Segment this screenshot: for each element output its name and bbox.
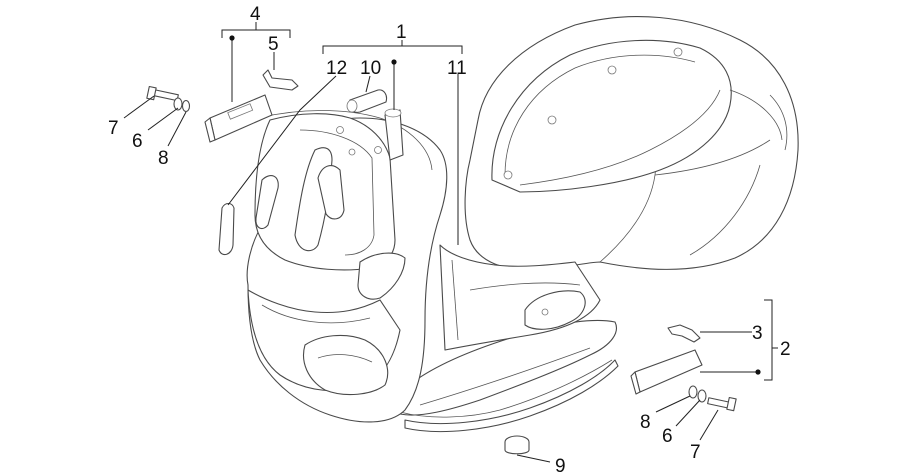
spring-clip-right: [667, 324, 701, 343]
callout-2: 2: [780, 339, 791, 360]
callout-9: 9: [555, 456, 566, 475]
washer-right-6: [697, 389, 707, 403]
lower-rail: [404, 359, 619, 433]
rubber-pad-left: [204, 94, 273, 143]
front-vent-right: [357, 252, 406, 300]
callout-7-left: 7: [108, 118, 119, 139]
leader-dot: [755, 369, 761, 375]
washer-right-8: [688, 385, 698, 399]
front-vent-left: [255, 175, 279, 230]
scooter-frame: [394, 16, 799, 433]
callout-11: 11: [447, 58, 467, 79]
washer-left-6: [173, 97, 183, 111]
callout-5: 5: [268, 34, 279, 55]
shield-bracket: [317, 165, 345, 220]
bracket-left: [218, 202, 235, 256]
callout-10: 10: [360, 58, 381, 79]
screw-left: [146, 85, 179, 102]
mudguard-skirt: [303, 334, 389, 396]
leader-dot: [391, 59, 397, 65]
footboard: [394, 320, 617, 416]
front-leg-shield: [246, 110, 448, 423]
callout-6-right: 6: [662, 426, 673, 447]
side-access-plate: [524, 290, 586, 330]
callout-4: 4: [250, 4, 261, 25]
storage-compartment: [491, 39, 732, 193]
leader-lines: [123, 22, 778, 463]
rubber-grommet: [504, 435, 530, 455]
callout-6-left: 6: [132, 131, 143, 152]
cable-guide: [346, 89, 388, 113]
screw-right: [707, 396, 737, 412]
callout-8-left: 8: [158, 148, 169, 169]
rubber-pad-right: [630, 349, 703, 395]
spring-clip-left: [262, 69, 299, 91]
leader-dot: [229, 35, 235, 41]
callout-7-right: 7: [690, 442, 701, 463]
callout-8-right: 8: [640, 412, 651, 433]
callout-3: 3: [752, 323, 763, 344]
callout-1: 1: [396, 22, 407, 43]
washer-left-8: [181, 99, 191, 113]
callout-12: 12: [326, 58, 347, 79]
mount-tube: [384, 108, 404, 161]
